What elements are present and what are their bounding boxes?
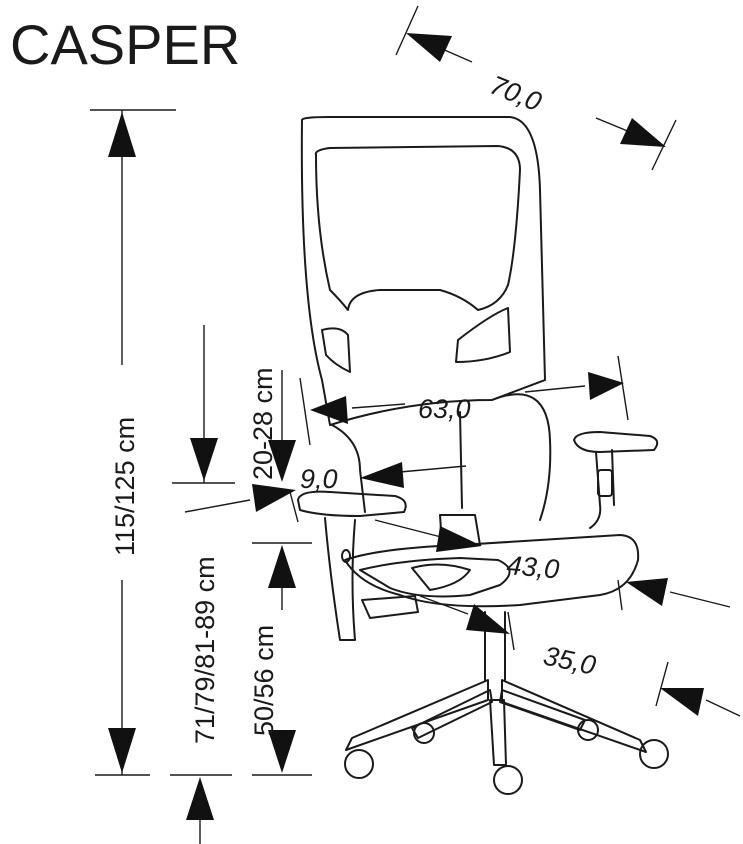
arrow-head xyxy=(406,33,452,62)
label-seat-width: 43,0 xyxy=(505,550,560,584)
label-armrest-height: 71/79/81-89 cm xyxy=(190,556,220,744)
dimension-lines xyxy=(90,5,741,844)
arrow-head xyxy=(360,462,404,488)
arrow-head xyxy=(626,578,668,606)
arrow-head xyxy=(310,396,348,424)
arrow-head xyxy=(108,728,136,773)
product-title: CASPER xyxy=(10,13,240,76)
arrow-head xyxy=(660,688,704,716)
arrow-head xyxy=(268,545,296,588)
label-armrest-depth: 9,0 xyxy=(300,464,338,494)
label-lumbar-height: 20-28 cm xyxy=(248,367,278,480)
arrow-head xyxy=(268,440,296,482)
arrow-head xyxy=(466,604,510,634)
arrow-head xyxy=(252,484,296,512)
arrow-head xyxy=(190,438,218,481)
arrow-head xyxy=(588,372,624,400)
arrow-head xyxy=(108,112,136,157)
chair-outline xyxy=(297,116,669,795)
label-width: 70,0 xyxy=(486,70,546,118)
arrow-head xyxy=(436,526,482,552)
arrow-head xyxy=(186,777,214,820)
arrow-head xyxy=(268,730,296,773)
label-armrest-width: 63,0 xyxy=(418,394,471,424)
label-total-height: 115/125 cm xyxy=(110,417,140,556)
label-seat-depth: 35,0 xyxy=(541,641,599,681)
label-seat-height: 50/56 cm xyxy=(249,625,279,736)
arrow-head xyxy=(620,118,666,147)
